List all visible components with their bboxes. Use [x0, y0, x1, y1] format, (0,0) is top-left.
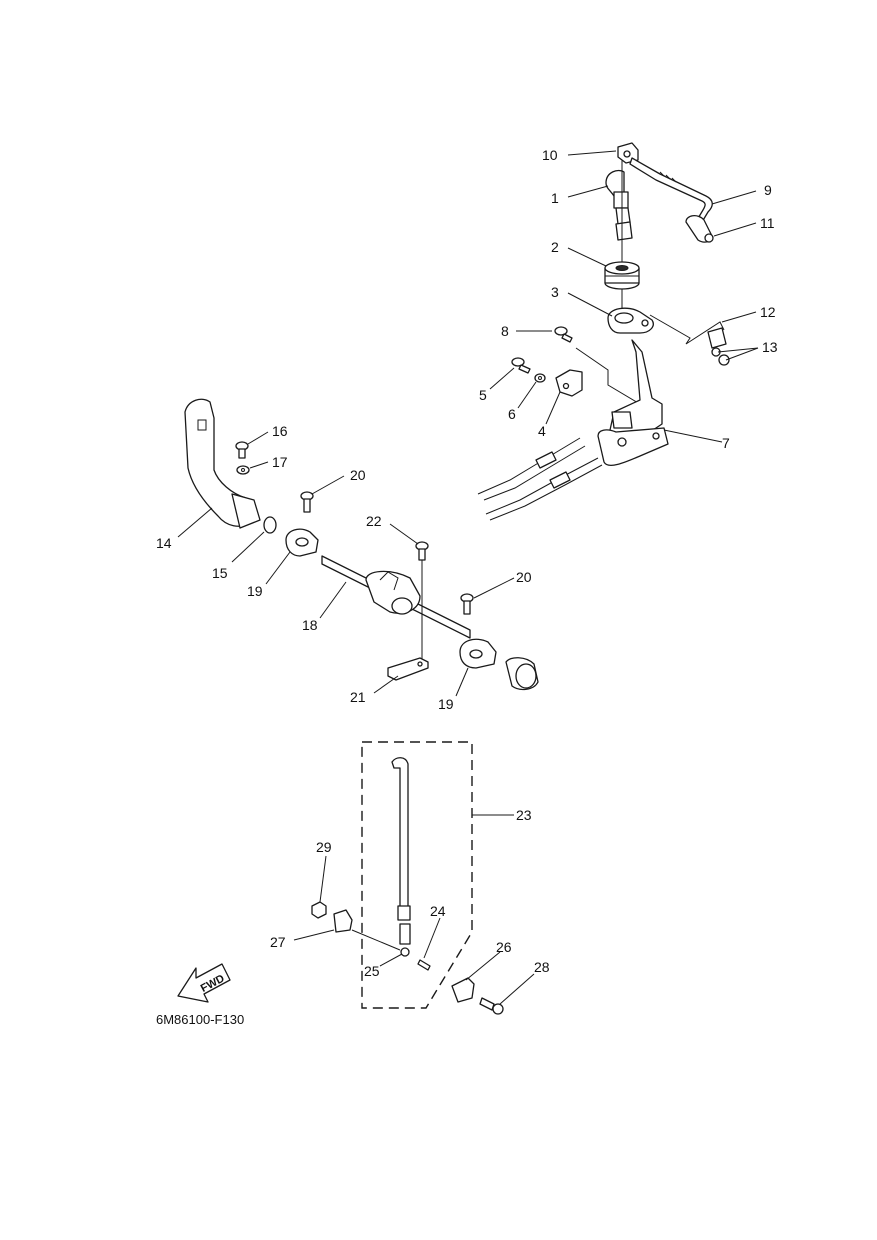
part-6-washer	[534, 373, 546, 383]
callout-22: 22	[366, 513, 382, 529]
callout-26: 26	[496, 939, 512, 955]
part-12-wire-clip	[649, 314, 727, 349]
callout-19-left: 19	[247, 583, 263, 599]
callout-28: 28	[534, 959, 550, 975]
grip-end-cap	[505, 657, 539, 691]
part-14-handle	[184, 398, 261, 529]
part-5-screw	[511, 357, 531, 374]
part-8-screw	[554, 326, 573, 343]
callout-10: 10	[542, 147, 558, 163]
callout-17: 17	[272, 454, 288, 470]
callout-18: 18	[302, 617, 318, 633]
callout-labels: 10 1 9 11 2 3 12 8 13 5 6 4 7 16 17 20 2…	[156, 147, 778, 979]
part-27-clip	[333, 909, 401, 951]
part-24-pin	[417, 959, 431, 971]
part-19-bushing-right	[459, 638, 497, 669]
callout-23: 23	[516, 807, 532, 823]
figure-code: 6M86100-F130	[156, 1012, 244, 1027]
callout-13: 13	[762, 339, 778, 355]
callout-4: 4	[538, 423, 546, 439]
fwd-arrow-icon: FWD	[177, 963, 231, 1003]
leader-lines	[177, 150, 759, 1005]
callout-27: 27	[270, 934, 286, 950]
callout-29: 29	[316, 839, 332, 855]
callout-20-right: 20	[516, 569, 532, 585]
part-2-grommet	[604, 261, 640, 290]
lower-assembly: FWD	[177, 741, 504, 1015]
part-20-bolt-right	[460, 593, 474, 615]
part-11-retainer	[685, 215, 714, 243]
part-23-kit-boundary	[361, 741, 473, 1009]
part-19-bushing-left	[285, 528, 319, 557]
part-9-rod	[629, 157, 713, 223]
part-29-nut	[311, 901, 327, 919]
callout-25: 25	[364, 963, 380, 979]
control-cables	[477, 437, 603, 521]
callout-2: 2	[551, 239, 559, 255]
callout-16: 16	[272, 423, 288, 439]
callout-14: 14	[156, 535, 172, 551]
callout-7: 7	[722, 435, 730, 451]
callout-11: 11	[760, 215, 775, 231]
part-3-cam	[607, 307, 654, 334]
part-18-shaft	[321, 555, 471, 639]
callout-24: 24	[430, 903, 446, 919]
callout-20-left: 20	[350, 467, 366, 483]
part-17-washer	[236, 465, 250, 475]
callout-19-right: 19	[438, 696, 454, 712]
part-23-shift-rod	[391, 757, 411, 957]
callout-9: 9	[764, 182, 772, 198]
part-22-bolt	[415, 541, 429, 660]
part-16-screw	[235, 441, 249, 459]
part-1-link-lever	[605, 160, 633, 330]
callout-8: 8	[501, 323, 509, 339]
part-21-plate	[387, 657, 429, 681]
part-15-o-ring	[263, 516, 277, 534]
callout-6: 6	[508, 406, 516, 422]
upper-assembly	[477, 142, 730, 521]
callout-12: 12	[760, 304, 776, 320]
part-28-screw	[479, 997, 504, 1015]
callout-1: 1	[551, 190, 559, 206]
part-13-nuts	[711, 347, 730, 366]
middle-assembly	[184, 398, 539, 691]
part-26-clip	[451, 977, 475, 1003]
callout-3: 3	[551, 284, 559, 300]
part-7-main-bracket	[575, 339, 669, 466]
callout-15: 15	[212, 565, 228, 581]
callout-5: 5	[479, 387, 487, 403]
callout-21: 21	[350, 689, 366, 705]
part-20-bolt-left	[300, 491, 314, 513]
